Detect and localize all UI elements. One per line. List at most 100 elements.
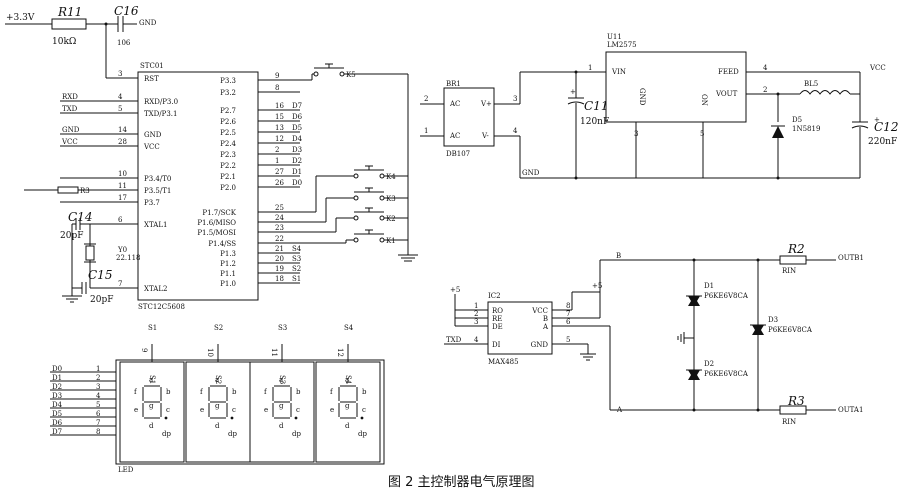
c16-ref: C16: [114, 4, 139, 18]
mcu-left-pin-name: XTAL1: [144, 221, 167, 229]
mcu-right-net-label: D5: [292, 124, 302, 132]
key-label: K2: [386, 215, 396, 223]
mcu-left-pin-num: 17: [118, 194, 127, 202]
segment-label: b: [232, 388, 237, 396]
bl5-ref: BL5: [804, 80, 818, 88]
segment-label: e: [200, 406, 204, 414]
mcu-left-pin-num: 11: [118, 182, 127, 190]
mcu-right-pin-num: 26: [275, 179, 284, 187]
digit-select-label: S3: [278, 324, 287, 332]
ic2-left-pin-name: RO: [492, 307, 503, 315]
seven-seg-digit: [315, 344, 381, 463]
digit-select-label: S1: [148, 324, 157, 332]
digit-select-label: S2: [214, 324, 223, 332]
vcc33-label: +3.3V: [6, 13, 35, 23]
c16-value: 106: [117, 39, 131, 47]
u11-pin1: 1: [588, 64, 592, 72]
mcu-left-net-label: GND: [62, 126, 80, 134]
ic2-right-pin-name: GND: [531, 341, 549, 349]
br1-pin4: 4: [513, 127, 518, 135]
br1-pin3: 3: [513, 95, 517, 103]
reset-network: +3.3V R11 10kΩ C16 106 GND: [5, 4, 157, 79]
r3-out-value: RIN: [782, 418, 796, 426]
led-data-pin: 7: [96, 419, 100, 427]
digit-select-label: S4: [344, 324, 354, 332]
br1-ac1: AC: [449, 100, 460, 108]
ic2-right-pin-num: 7: [566, 310, 570, 318]
mcu-right-pin-num: 15: [275, 113, 284, 121]
c11-plus: +: [570, 88, 576, 96]
segment-label: g: [345, 402, 350, 410]
u11-vout: VOUT: [715, 90, 738, 98]
key-switch: [353, 229, 385, 243]
mcu-left-net-label: TXD: [62, 105, 78, 113]
mcu-left-pin-num: 7: [118, 280, 122, 288]
mcu-right-net-label: D6: [292, 113, 303, 121]
outb-label: OUTB1: [838, 254, 864, 262]
ic2-left-pin-name: DI: [492, 341, 501, 349]
segment-label: a: [279, 376, 283, 384]
gnd-label-reg: GND: [522, 169, 540, 177]
mcu-right-pin-name: P1.1: [220, 270, 236, 278]
mcu-right-pin-name: P2.4: [220, 140, 236, 148]
r2-resistor: [779, 255, 807, 265]
br1-ref: BR1: [446, 80, 461, 88]
mcu-left-pin-num: 3: [118, 70, 122, 78]
key-switch: [353, 165, 385, 179]
c12-value: 220nF: [868, 137, 897, 147]
u11-on: ON: [700, 94, 708, 106]
segment-label: dp: [358, 430, 367, 438]
ic2-left-pin-num: 2: [474, 310, 478, 318]
br1-vplus: V+: [480, 100, 492, 108]
br1-pin2: 2: [424, 95, 428, 103]
mcu-right-net-label: S4: [292, 245, 302, 253]
mcu-right-net-label: S3: [292, 255, 301, 263]
key-label: K1: [386, 237, 396, 245]
crystal-circuit: Y0 22.118 C14 20pF C15 20pF: [60, 210, 141, 305]
bus-protection: B A D1 P6KE6V8CA D2 P6KE6V8CA D3 P6KE6V8…: [600, 242, 864, 426]
segment-label: b: [296, 388, 301, 396]
mcu-right-pin-num: 27: [275, 168, 284, 176]
ic2-left-pin-name: RE: [492, 315, 502, 323]
segment-label: e: [264, 406, 268, 414]
led-data-net: D0: [52, 365, 62, 373]
r3-resistor: [57, 186, 79, 194]
mcu-left-pin-name: TXD/P3.1: [144, 110, 177, 118]
c12-ref: C12: [874, 120, 898, 134]
mcu-right-pin-name: P2.2: [220, 162, 236, 170]
mcu-left-pin-name: XTAL2: [144, 285, 167, 293]
mcu-right-pin-name: P3.2: [220, 89, 236, 97]
key-switch: [353, 187, 385, 201]
led-data-net: D6: [52, 419, 63, 427]
led-ref: LED: [118, 466, 134, 474]
d5-ref: D5: [792, 116, 802, 124]
mcu-right-net-label: D4: [292, 135, 303, 143]
ic2-right-pin-name: VCC: [531, 307, 548, 315]
key-switch: [313, 63, 345, 77]
r11-ref: R11: [57, 5, 82, 19]
mcu-left-net-label: RXD: [62, 93, 78, 101]
seven-seg-digit: [119, 344, 185, 463]
led-data-pin: 8: [96, 428, 100, 436]
mcu-left-pin-num: 6: [118, 216, 123, 224]
mcu-left-pin-num: 4: [118, 93, 123, 101]
figure-caption: 图 2 主控制器电气原理图: [388, 474, 535, 490]
c14-ref: C14: [68, 210, 92, 224]
digit-name: S1: [148, 375, 156, 384]
segment-label: a: [149, 376, 153, 384]
segment-label: c: [166, 406, 170, 414]
key-label: K5: [346, 71, 356, 79]
crystal-value: 22.118: [116, 254, 141, 262]
mcu-right-net-label: D2: [292, 157, 302, 165]
u11-pin2: 2: [763, 86, 767, 94]
crystal-y0: [85, 245, 95, 261]
mcu-right-pin-name: P1.7/SCK: [202, 209, 236, 217]
mcu-right-pin-name: P2.7: [220, 107, 236, 115]
mcu-right-pin-name: P2.0: [220, 184, 236, 192]
mcu-left-net-label: VCC: [61, 138, 78, 146]
plus5-right: +5: [592, 282, 602, 290]
mcu-body: [137, 71, 259, 301]
mcu-part: STC12C5608: [138, 303, 185, 311]
